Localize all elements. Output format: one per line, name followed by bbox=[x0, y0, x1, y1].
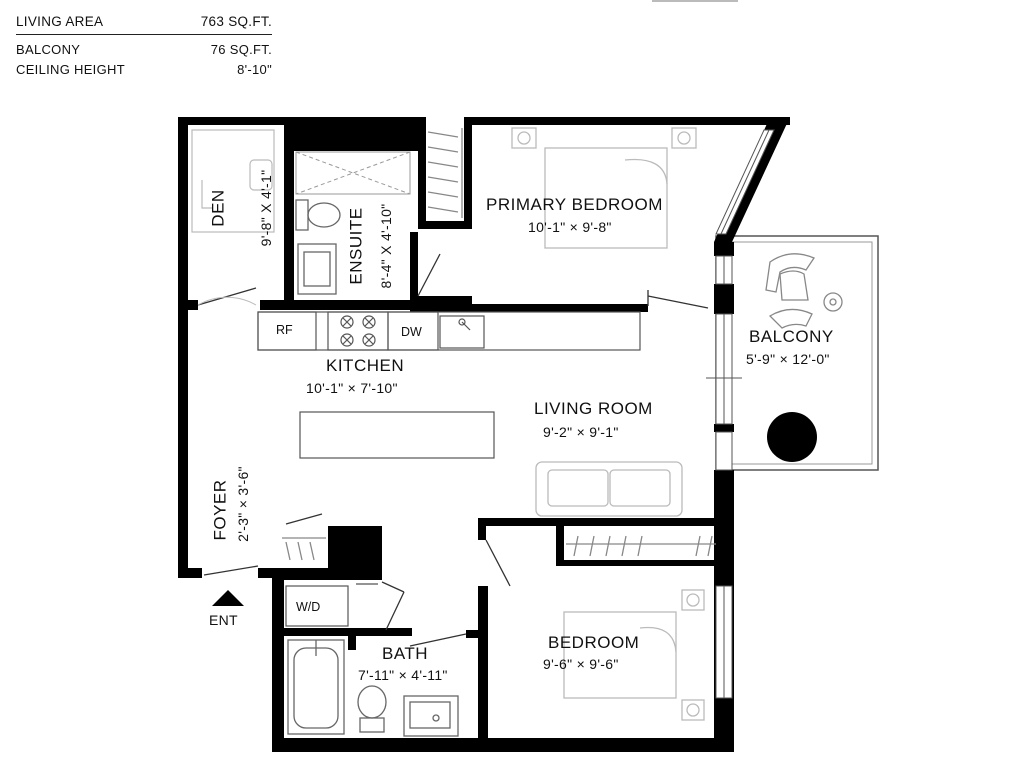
primary-bedroom-label: PRIMARY BEDROOM bbox=[486, 195, 663, 214]
kitchen-label: KITCHEN bbox=[326, 356, 405, 375]
kitchen-sink-icon bbox=[458, 318, 471, 331]
ceiling-height-value: 8'-10" bbox=[237, 61, 272, 77]
foyer-label: FOYER bbox=[210, 479, 230, 541]
kitchen-counter bbox=[257, 311, 641, 351]
ensuite-dims: 8'-4" X 4'-10" bbox=[378, 203, 394, 289]
balcony-area-label: BALCONY bbox=[16, 41, 81, 57]
bath-toilet-icon bbox=[357, 685, 387, 733]
balcony-label: BALCONY bbox=[749, 327, 834, 346]
balcony-table-icon bbox=[823, 292, 843, 312]
living-room-dims: 9'-2" × 9'-1" bbox=[543, 424, 619, 440]
bedroom-label: BEDROOM bbox=[548, 633, 640, 652]
primary-closet bbox=[427, 128, 463, 218]
bath-dims: 7'-11" × 4'-11" bbox=[358, 667, 448, 683]
fridge-label: RF bbox=[276, 323, 293, 337]
balcony-area-row: BALCONY 76 SQ.FT. bbox=[16, 39, 272, 59]
living-room-label: LIVING ROOM bbox=[534, 399, 653, 418]
bath-label: BATH bbox=[382, 644, 429, 663]
ensuite-shower bbox=[295, 151, 411, 195]
living-area-label: LIVING AREA bbox=[16, 13, 104, 29]
den-name: DEN bbox=[208, 189, 228, 227]
den-dims: 9'-8" X 4'-1" bbox=[258, 169, 274, 247]
doors bbox=[197, 253, 709, 647]
bedroom-bed-icon bbox=[563, 589, 705, 721]
sofa-icon bbox=[535, 461, 683, 517]
planter-icon bbox=[767, 412, 817, 462]
dishwasher-label: DW bbox=[401, 325, 422, 339]
washer-dryer-box bbox=[285, 585, 349, 627]
washer-dryer-label: W/D bbox=[296, 600, 321, 614]
ensuite-toilet-icon bbox=[295, 199, 341, 231]
den-label: DEN bbox=[209, 189, 229, 226]
ceiling-height-label: CEILING HEIGHT bbox=[16, 61, 125, 77]
cooktop-icon bbox=[340, 315, 376, 347]
ceiling-height-row: CEILING HEIGHT 8'-10" bbox=[16, 59, 272, 79]
kitchen-dims: 10'-1" × 7'-10" bbox=[306, 380, 398, 396]
foyer-closet bbox=[282, 537, 326, 561]
kitchen-island bbox=[299, 411, 495, 459]
area-stats: LIVING AREA 763 SQ.FT. BALCONY 76 SQ.FT.… bbox=[16, 8, 272, 79]
bath-sink-icon bbox=[403, 695, 459, 737]
bathtub-icon bbox=[287, 639, 345, 735]
primary-bed-icon bbox=[511, 127, 697, 249]
living-area-row: LIVING AREA 763 SQ.FT. bbox=[16, 8, 272, 35]
entry-label: ENT bbox=[209, 612, 238, 628]
bedroom-dims: 9'-6" × 9'-6" bbox=[543, 656, 619, 672]
balcony-dims: 5'-9" × 12'-0" bbox=[746, 351, 830, 367]
living-area-value: 763 SQ.FT. bbox=[200, 13, 272, 29]
den-desk bbox=[191, 129, 275, 233]
balcony-area-value: 76 SQ.FT. bbox=[210, 41, 272, 57]
primary-bedroom-dims: 10'-1" × 9'-8" bbox=[528, 219, 612, 235]
foyer-dims: 2'-3" × 3'-6" bbox=[235, 466, 251, 542]
entry-arrow-icon bbox=[212, 590, 244, 606]
ensuite-label: ENSUITE bbox=[346, 207, 366, 285]
windows bbox=[706, 129, 775, 699]
bedroom-closet bbox=[566, 535, 716, 557]
ensuite-sink-icon bbox=[297, 243, 337, 295]
balcony-chair-icon bbox=[765, 253, 815, 329]
